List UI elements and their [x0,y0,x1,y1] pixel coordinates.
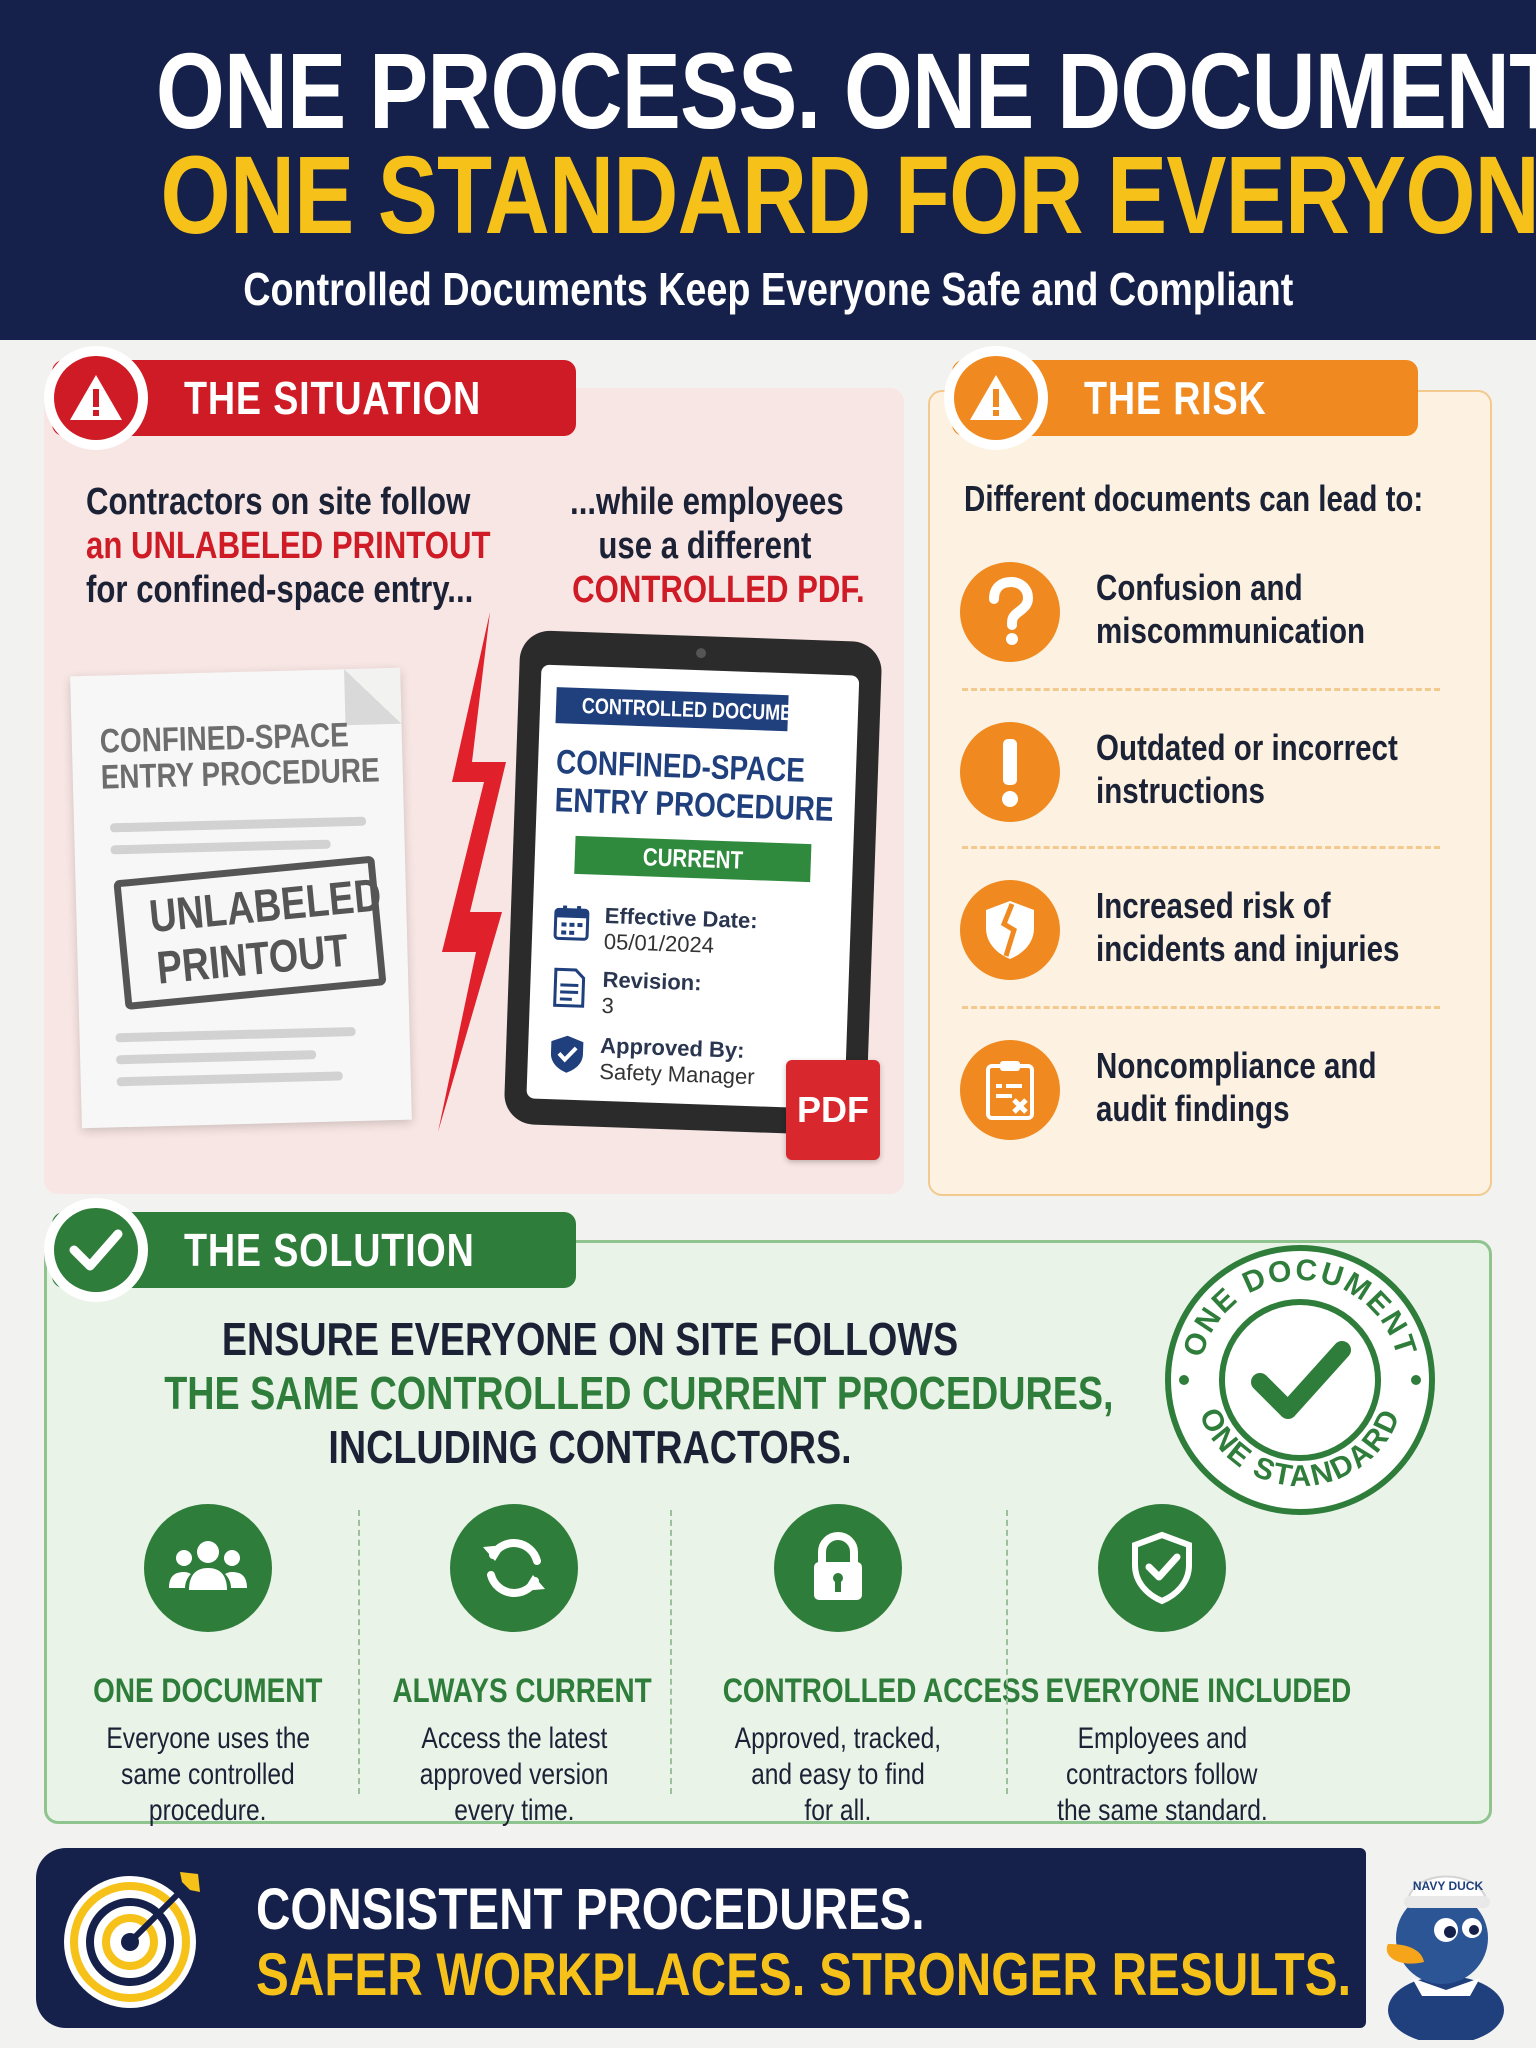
situation-left-text: Contractors on site follow an UNLABELED … [86,481,491,611]
check-badge [44,1198,148,1302]
divider [1006,1510,1008,1794]
document-icon [553,967,586,1008]
text-line [115,1027,356,1043]
document-title: CONFINED-SPACE ENTRY PROCEDURE [554,743,835,829]
situation-right-text: ...while employees use a different CONTR… [570,481,865,611]
footer-line-1: CONSISTENT PROCEDURES. [256,1877,925,1942]
tablet-screen: CONTROLLED DOCUMENT CONFINED-SPACE ENTRY… [526,664,860,1110]
lock-icon [814,1532,862,1600]
broken-shield-icon [986,901,1034,959]
footer-banner [36,1848,1366,2028]
exclamation-icon [1002,739,1018,807]
divider [962,1006,1440,1009]
divider [670,1510,672,1794]
headline-line-1: ONE PROCESS. ONE DOCUMENT. [155,30,1536,151]
target-icon [64,1872,200,2008]
pdf-file-icon: PDF [786,1060,880,1160]
risk-item: Confusion and miscommunication [960,552,1460,672]
navy-duck-mascot: NAVY DUCK [1386,1875,1504,2040]
warning-triangle-icon [970,375,1022,420]
users-icon [169,1541,247,1590]
headline-line-2: ONE STANDARD FOR EVERYONE. [160,134,1536,257]
approved-by-value: Safety Manager [598,1058,756,1090]
text-line [116,1071,343,1087]
divider [962,846,1440,849]
divider [962,688,1440,691]
risk-intro: Different documents can lead to: [964,478,1424,519]
header-banner: ONE PROCESS. ONE DOCUMENT. ONE STANDARD … [0,0,1536,340]
solution-line-1: ENSURE EVERYONE ON SITE FOLLOWS [221,1313,959,1365]
question-icon [989,577,1034,645]
text-line [110,816,367,833]
risk-item: Outdated or incorrect instructions [960,712,1460,832]
revision-row: Revision:3 [551,965,841,1018]
shield-check-icon [1132,1531,1192,1605]
approved-by-row: Approved By:Safety Manager [549,1031,839,1089]
warning-badge [44,346,148,450]
footer-line-2: SAFER WORKPLACES. STRONGER RESULTS. [256,1941,1352,2008]
risk-title: THE RISK [1084,372,1267,424]
tablet-device: CONTROLLED DOCUMENT CONFINED-SPACE ENTRY… [503,629,883,1137]
divider [358,1510,360,1794]
solution-line-3: INCLUDING CONTRACTORS. [328,1421,852,1473]
text-line [110,839,331,855]
printout-title: CONFINED-SPACE ENTRY PROCEDURE [99,716,381,797]
one-document-seal: ONE DOCUMENT ONE STANDARD [1165,1245,1435,1515]
feature-controlled-access: CONTROLLED ACCESS Approved, tracked, and… [688,1504,1039,1829]
shield-check-icon [550,1035,584,1073]
check-icon [69,1229,123,1271]
solution-title: THE SOLUTION [184,1224,475,1276]
text-line [116,1050,317,1065]
effective-date-value: 05/01/2024 [603,928,715,958]
risk-item: Noncompliance and audit findings [960,1030,1460,1150]
situation-title: THE SITUATION [184,372,482,424]
controlled-document-label: CONTROLLED DOCUMENT [555,687,817,732]
status-badge: CURRENT [574,835,812,883]
audit-clipboard-icon [986,1061,1034,1120]
revision-value: 3 [601,992,615,1019]
mascot-hat-text: NAVY DUCK [1413,1879,1484,1893]
feature-one-document: ONE DOCUMENT Everyone uses the same cont… [58,1504,358,1829]
risk-item: Increased risk of incidents and injuries [960,870,1460,990]
risk-warning-badge [944,346,1048,450]
unlabeled-stamp: UNLABELED PRINTOUT [113,855,387,1011]
effective-date-row: Effective Date:05/01/2024 [553,901,843,958]
lightning-bolt-icon [438,612,506,1132]
solution-line-2: THE SAME CONTROLLED CURRENT PROCEDURES, [164,1367,1114,1419]
unlabeled-printout: CONFINED-SPACE ENTRY PROCEDURE UNLABELED… [70,667,412,1129]
warning-triangle-icon [70,375,122,420]
header-subtitle: Controlled Documents Keep Everyone Safe … [242,263,1294,315]
feature-everyone-included: EVERYONE INCLUDED Employees and contract… [1012,1504,1351,1829]
refresh-icon [483,1539,545,1597]
tablet-camera [695,647,707,659]
calendar-icon [553,905,590,941]
feature-always-current: ALWAYS CURRENT Access the latest approve… [364,1504,664,1829]
